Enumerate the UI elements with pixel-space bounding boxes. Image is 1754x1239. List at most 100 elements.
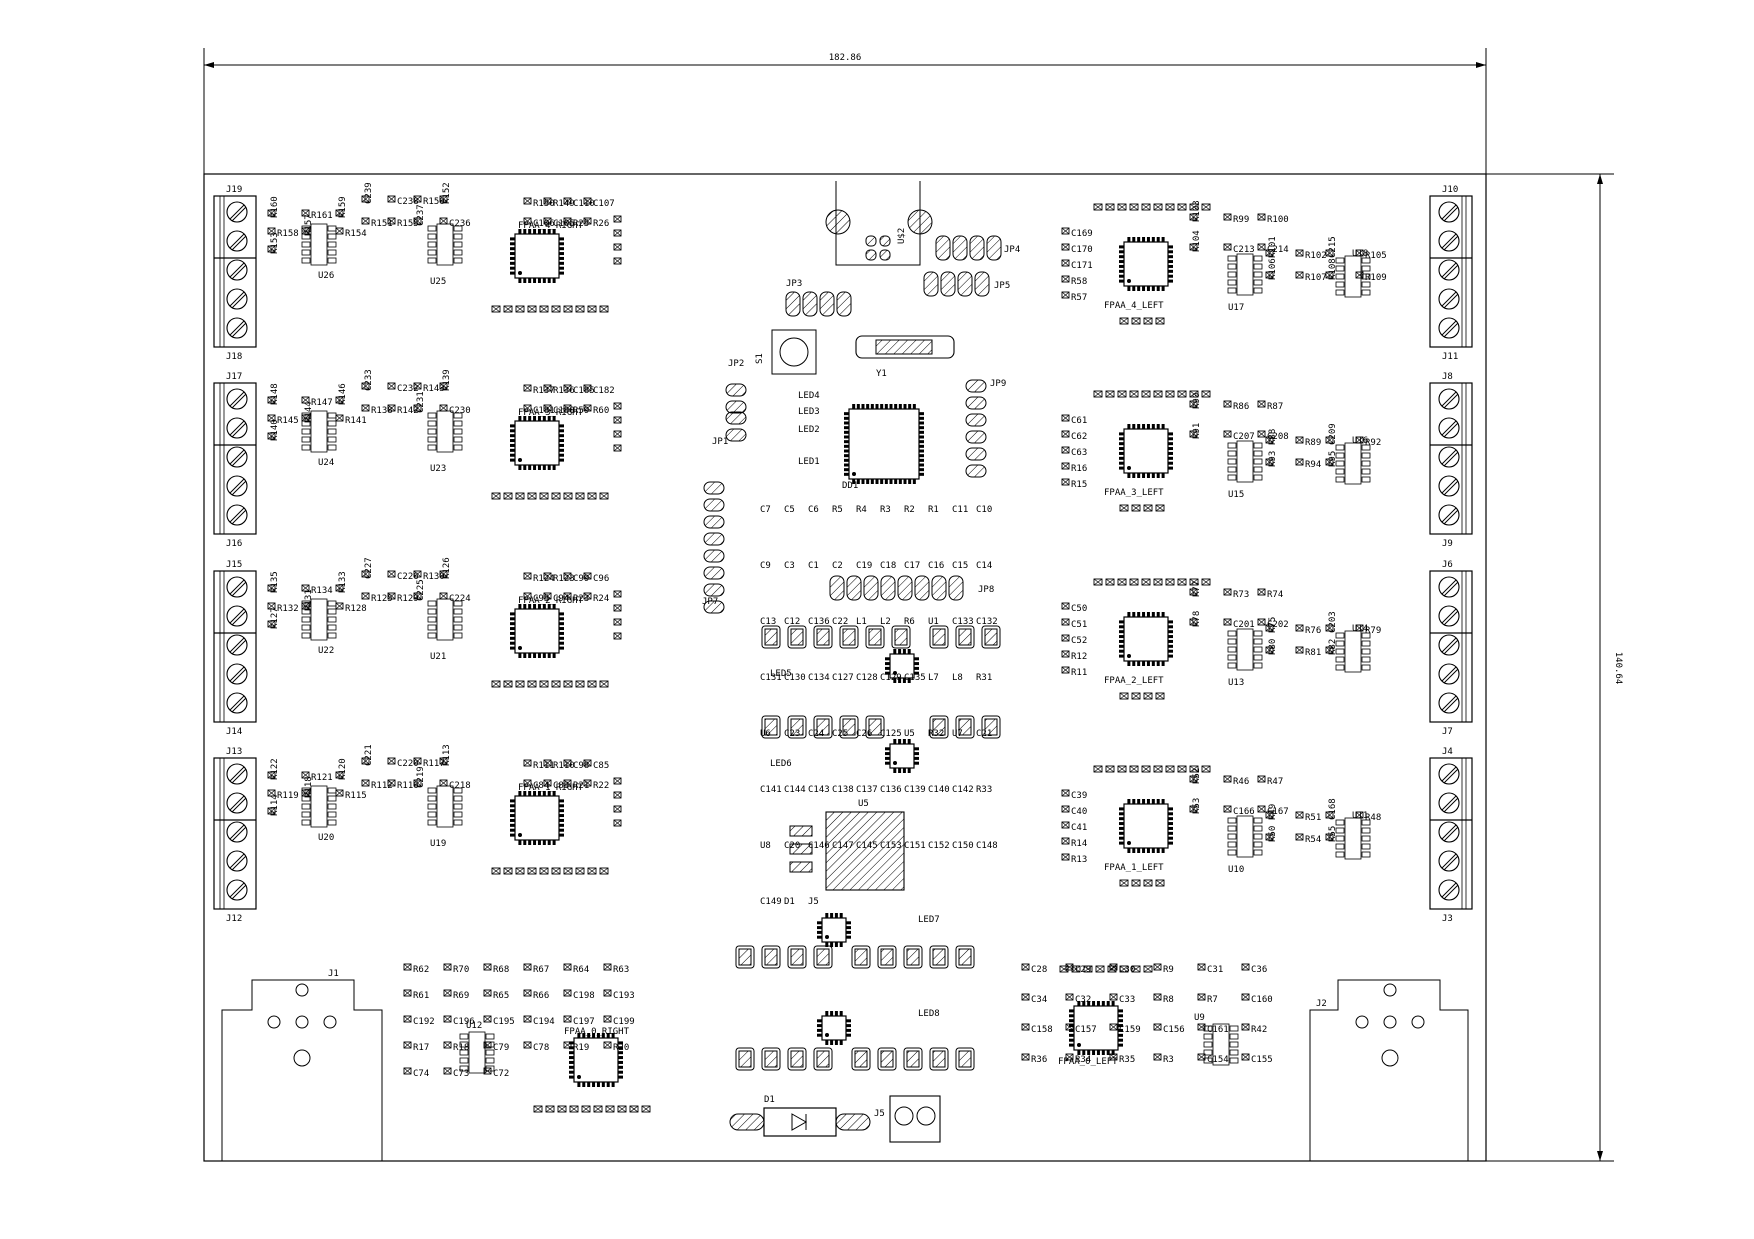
pad-cross xyxy=(1325,458,1334,466)
chip-pin xyxy=(523,653,527,658)
component-label: R140 xyxy=(270,419,280,441)
component-label: C158 xyxy=(1031,1025,1053,1035)
pad-cross xyxy=(629,1105,639,1113)
component-label: C136 xyxy=(808,617,830,627)
jumper-pin xyxy=(897,575,913,601)
component-label: R23 xyxy=(573,594,589,604)
smd-pad xyxy=(587,492,597,500)
screw-slot xyxy=(231,235,247,251)
component-label: R22 xyxy=(593,781,609,791)
fpaa-right-block: FPAA_4_LEFTU17U18C169C170C171R58R57R103R… xyxy=(1061,200,1387,325)
pad-cross xyxy=(1295,436,1304,444)
screw-slot xyxy=(231,797,247,813)
component-label: C138 xyxy=(832,785,854,795)
pad-outline xyxy=(1177,765,1187,773)
pad-cross xyxy=(587,680,597,688)
pad-cross xyxy=(575,867,585,875)
chip-body xyxy=(1236,815,1254,858)
chip-pin xyxy=(1161,424,1165,429)
pad-outline xyxy=(267,789,276,797)
pad-outline xyxy=(599,492,609,500)
chip-pin xyxy=(1106,1001,1110,1006)
usb-mount-hole xyxy=(825,209,851,235)
screw-slot xyxy=(1441,766,1457,782)
smd-pad xyxy=(605,1105,615,1113)
chip-body xyxy=(1344,630,1362,673)
pad-cross xyxy=(1061,430,1070,438)
chip-pin xyxy=(839,913,843,918)
smd-pad xyxy=(603,1041,612,1049)
pin1-dot xyxy=(577,1075,581,1079)
pad-outline xyxy=(413,757,422,765)
component-label: R17 xyxy=(413,1043,429,1053)
chip-pin xyxy=(510,453,515,457)
component-label: C203 xyxy=(1328,611,1338,633)
chip-pin xyxy=(569,1075,574,1079)
chip-pin-pad xyxy=(1253,279,1263,286)
pad-cross xyxy=(267,807,276,815)
audio-jack-outline xyxy=(221,979,383,1161)
smd-pad xyxy=(1223,400,1232,408)
cap-core xyxy=(958,1050,972,1068)
terminal-label-top: J8 xyxy=(1442,372,1453,382)
pad-outline xyxy=(1165,578,1175,586)
chip-pin xyxy=(844,435,849,439)
pad-outline xyxy=(1143,504,1153,512)
chip-pin xyxy=(1119,466,1124,470)
chip-pin xyxy=(559,617,564,621)
component-label: R152 xyxy=(442,182,452,204)
smd-pad xyxy=(1177,203,1187,211)
pad-cross xyxy=(1189,213,1198,221)
pad-outline xyxy=(1093,765,1103,773)
cap-pad xyxy=(877,1047,897,1071)
component-label: C15 xyxy=(952,561,968,571)
chip-body xyxy=(514,233,560,279)
jumper-pin xyxy=(923,271,939,297)
chip-pin xyxy=(606,1082,610,1087)
pad-outline xyxy=(483,963,492,971)
component-label: C226 xyxy=(397,572,419,582)
chip-pin xyxy=(1146,612,1150,617)
chip-pin xyxy=(825,942,829,947)
component-label: C79 xyxy=(493,1043,509,1053)
qfp-chip xyxy=(1119,237,1173,291)
component-label: R13 xyxy=(1071,855,1087,865)
cap-pad xyxy=(981,715,1001,739)
smd-pad xyxy=(1257,400,1266,408)
chip-pin xyxy=(1119,451,1124,455)
smd-pad xyxy=(1177,578,1187,586)
chip-pin xyxy=(1161,237,1165,242)
smd-pad xyxy=(1325,436,1334,444)
component-label: C227 xyxy=(364,557,374,579)
pad-cross xyxy=(587,305,597,313)
chip-pin xyxy=(510,631,515,635)
chip-body xyxy=(310,598,328,641)
pad-cross xyxy=(301,209,310,217)
smd-pad xyxy=(1223,430,1232,438)
component-label: R5 xyxy=(832,505,843,515)
screw-slot xyxy=(1441,233,1457,249)
smd-pad xyxy=(483,1067,492,1075)
smd-pad xyxy=(599,680,609,688)
component-label: R78 xyxy=(1192,611,1202,627)
pad-cross xyxy=(1061,446,1070,454)
chip-pin xyxy=(1168,826,1173,830)
pin1-dot xyxy=(825,935,829,939)
component-label: C148 xyxy=(976,841,998,851)
pad-outline xyxy=(1153,1053,1162,1061)
pad-outline xyxy=(1265,646,1274,654)
height-dimension: 140.64 xyxy=(1486,173,1623,1162)
terminal-label-bottom: J16 xyxy=(226,539,242,549)
usb-pad xyxy=(879,235,891,247)
pad-cross xyxy=(439,779,448,787)
pad-outline xyxy=(301,602,310,610)
chip-pin xyxy=(844,463,849,467)
smd-pad xyxy=(551,492,561,500)
pad-outline xyxy=(301,396,310,404)
chip-pin-pad xyxy=(327,436,337,443)
pad-outline xyxy=(335,602,344,610)
chip-pin xyxy=(510,799,515,803)
chip-pin xyxy=(861,479,865,484)
component-label: R114 xyxy=(270,794,280,816)
